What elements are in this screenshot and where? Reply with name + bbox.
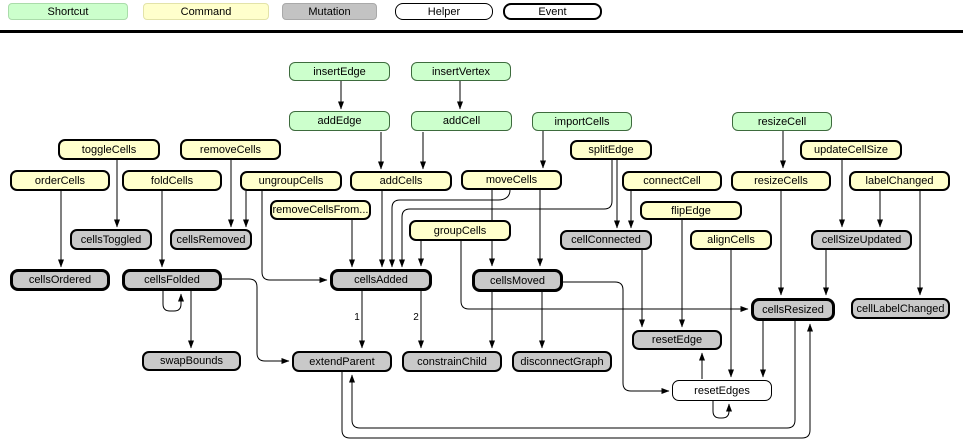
edge-moveCells-cellsAdded — [389, 189, 511, 268]
edge-cellsFolded-extendParent — [222, 278, 290, 364]
node-addCell: addCell — [411, 111, 512, 131]
node-cellsAdded: cellsAdded — [330, 269, 432, 291]
node-cellLabelChanged: cellLabelChanged — [851, 298, 950, 319]
node-cellsMoved: cellsMoved — [472, 269, 563, 292]
node-connectCell: connectCell — [622, 171, 722, 191]
node-resetEdges: resetEdges — [672, 380, 772, 401]
node-toggleCells: toggleCells — [58, 139, 160, 160]
node-resizeCell: resizeCell — [732, 112, 832, 131]
edge-ungroupCells-cellsAdded — [261, 191, 328, 283]
node-splitEdge: splitEdge — [570, 140, 652, 160]
node-cellsFolded: cellsFolded — [122, 269, 222, 291]
node-resizeCells: resizeCells — [731, 171, 831, 191]
node-cellConnected: cellConnected — [560, 230, 652, 250]
legend-item-helper: Helper — [395, 3, 493, 20]
node-extendParent: extendParent — [292, 351, 392, 372]
node-labelChanged: labelChanged — [849, 171, 950, 191]
edge-cellsFolded-selfloop — [162, 291, 184, 312]
node-cellsResized: cellsResized — [751, 298, 835, 321]
node-ungroupCells: ungroupCells — [240, 171, 342, 191]
node-swapBounds: swapBounds — [142, 351, 241, 371]
node-cellSizeUpdated: cellSizeUpdated — [811, 230, 912, 250]
node-cellsToggled: cellsToggled — [70, 229, 152, 250]
legend-separator-line — [0, 30, 963, 33]
edge-label-1: 1 — [354, 312, 360, 323]
node-flipEdge: flipEdge — [640, 201, 742, 220]
node-addCells: addCells — [350, 171, 452, 191]
node-cellsRemoved: cellsRemoved — [170, 229, 252, 250]
edge-label-2: 2 — [413, 312, 419, 323]
edge-resetEdges-selfloop — [712, 401, 732, 419]
node-addEdge: addEdge — [289, 111, 390, 131]
edge-splitEdge-cellsAdded — [399, 160, 613, 268]
node-importCells: importCells — [532, 112, 632, 131]
legend-item-shortcut: Shortcut — [8, 3, 128, 20]
node-disconnectGraph: disconnectGraph — [512, 351, 612, 372]
node-orderCells: orderCells — [10, 170, 110, 191]
node-updateCellSize: updateCellSize — [800, 140, 902, 160]
node-removeCellsFromParent: removeCellsFrom... — [270, 200, 371, 220]
edge-cellsMoved-resetEdges — [563, 281, 670, 394]
node-removeCells: removeCells — [180, 139, 281, 160]
node-foldCells: foldCells — [122, 170, 222, 191]
node-groupCells: groupCells — [409, 220, 511, 241]
node-resetEdge: resetEdge — [632, 330, 722, 350]
node-moveCells: moveCells — [461, 170, 562, 190]
node-insertVertex: insertVertex — [411, 62, 511, 81]
legend-item-command: Command — [143, 3, 269, 20]
legend-item-mutation: Mutation — [282, 3, 377, 20]
edge-cellsResized-extendParent — [349, 321, 796, 429]
node-constrainChild: constrainChild — [402, 351, 502, 372]
edge-extendParent-cellsResized — [341, 323, 813, 439]
legend-item-event: Event — [503, 3, 602, 20]
node-alignCells: alignCells — [690, 230, 772, 250]
node-cellsOrdered: cellsOrdered — [10, 269, 110, 291]
node-insertEdge: insertEdge — [289, 62, 390, 81]
edge-groupCells-cellsResized — [460, 241, 749, 312]
